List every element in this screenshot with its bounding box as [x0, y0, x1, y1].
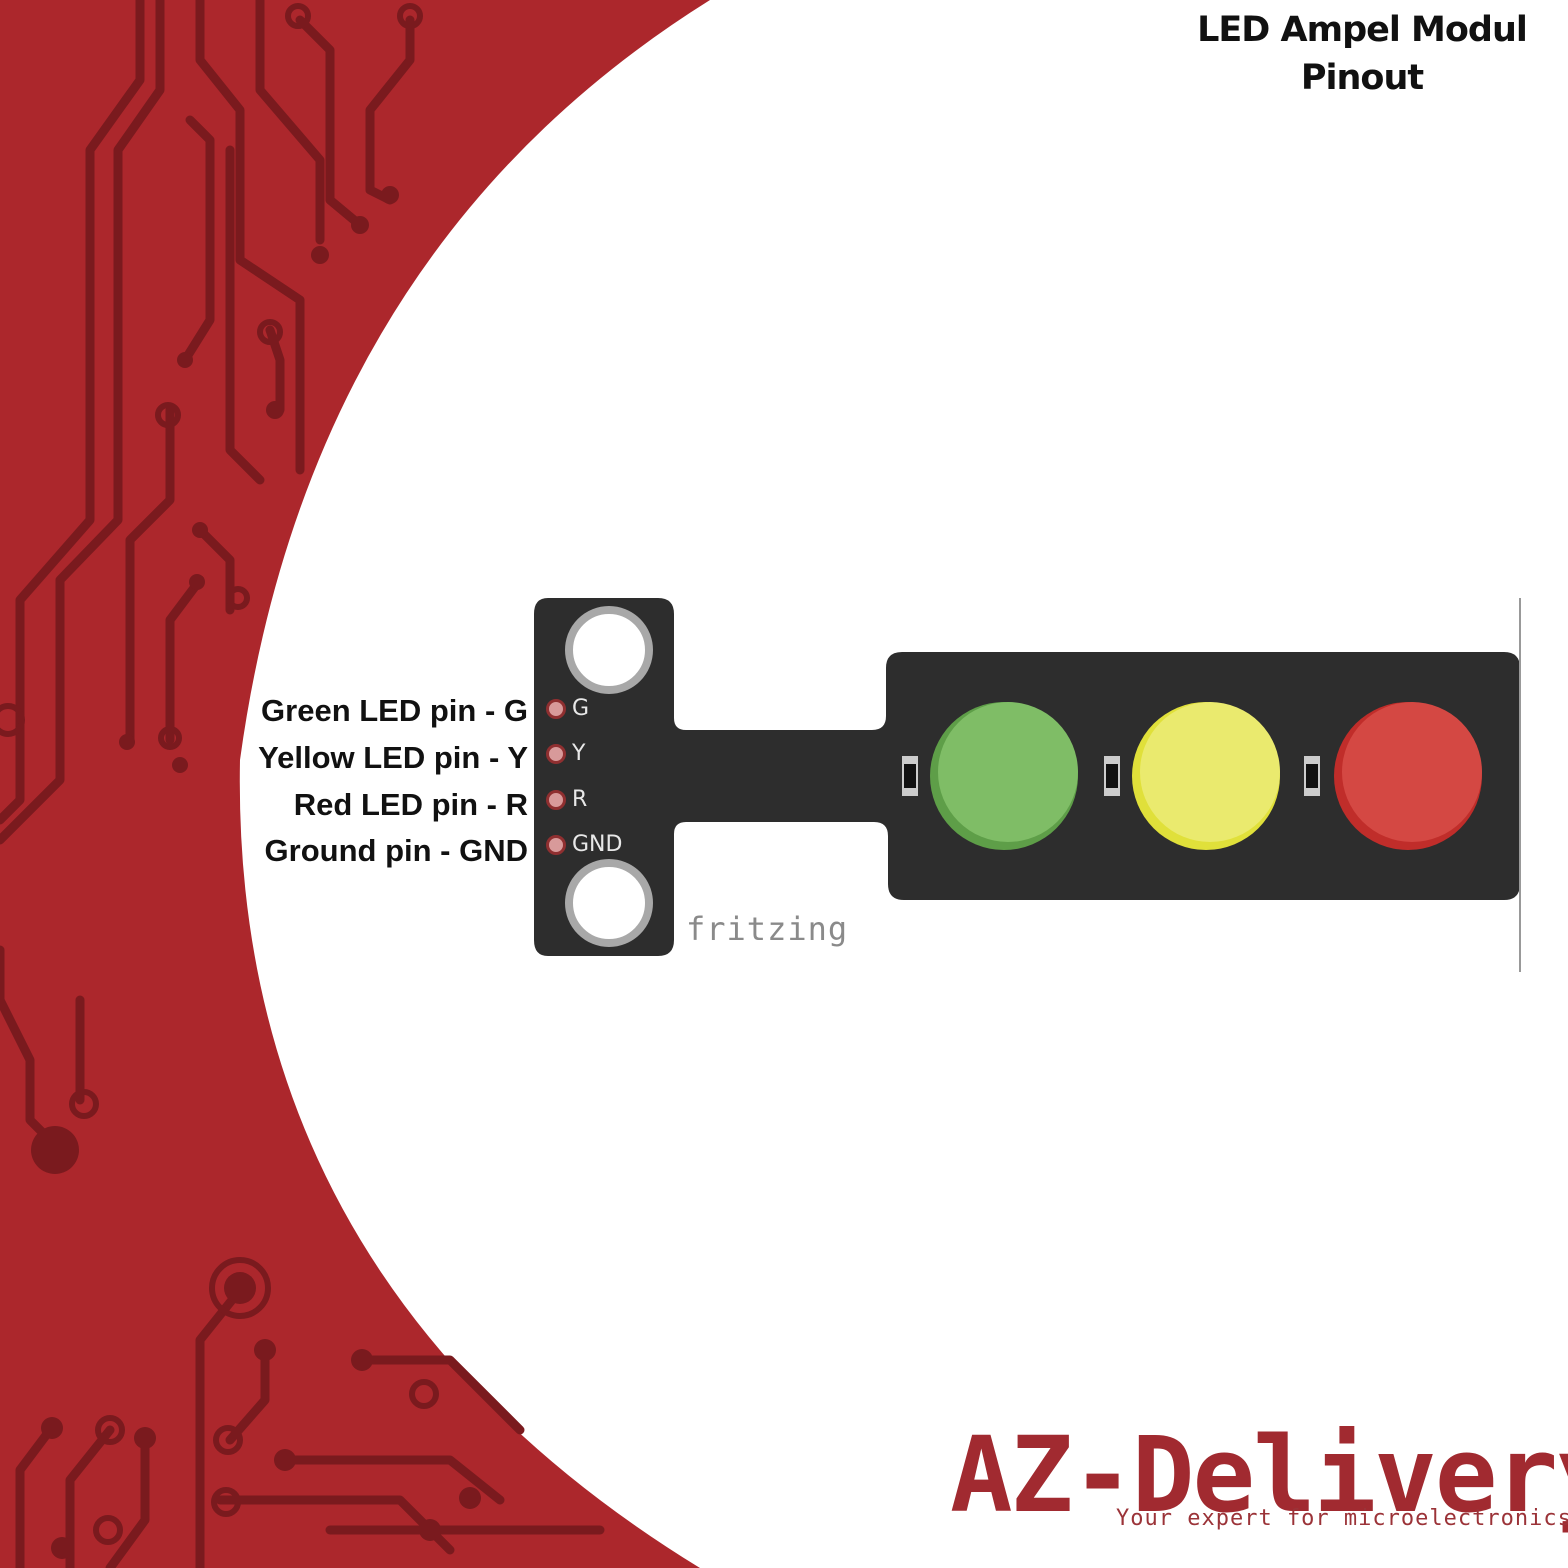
pin-pad-y	[546, 744, 566, 764]
pin-pad-gnd	[546, 835, 566, 855]
mounting-hole-top	[565, 606, 653, 694]
page-title: LED Ampel Modul Pinout	[1182, 6, 1542, 102]
mounting-hole-bottom	[565, 859, 653, 947]
title-line-1: LED Ampel Modul	[1197, 10, 1528, 50]
pad-text-g: G	[572, 696, 590, 721]
pad-text-gnd: GND	[572, 832, 623, 857]
traffic-light-module	[534, 598, 1521, 972]
red-background-panel	[0, 0, 710, 1568]
title-line-2: Pinout	[1300, 58, 1424, 98]
led-resistors	[902, 756, 1320, 796]
brand-slogan: Your expert for microelectronics!	[1116, 1506, 1568, 1531]
pin-label-green: Green LED pin - G	[261, 693, 528, 728]
circuit-rings	[0, 3, 439, 1545]
pad-text-y: Y	[572, 741, 586, 766]
fritzing-watermark: fritzing	[686, 910, 849, 948]
pin-label-ground: Ground pin - GND	[264, 833, 528, 868]
pin-label-red: Red LED pin - R	[293, 787, 528, 822]
pin-pad-r	[546, 790, 566, 810]
circuit-pads	[31, 186, 481, 1559]
pad-text-r: R	[572, 787, 588, 812]
pin-pad-g	[546, 699, 566, 719]
brand-logo: AZ-Delivery	[950, 1414, 1568, 1536]
pin-label-yellow: Yellow LED pin - Y	[258, 740, 528, 775]
